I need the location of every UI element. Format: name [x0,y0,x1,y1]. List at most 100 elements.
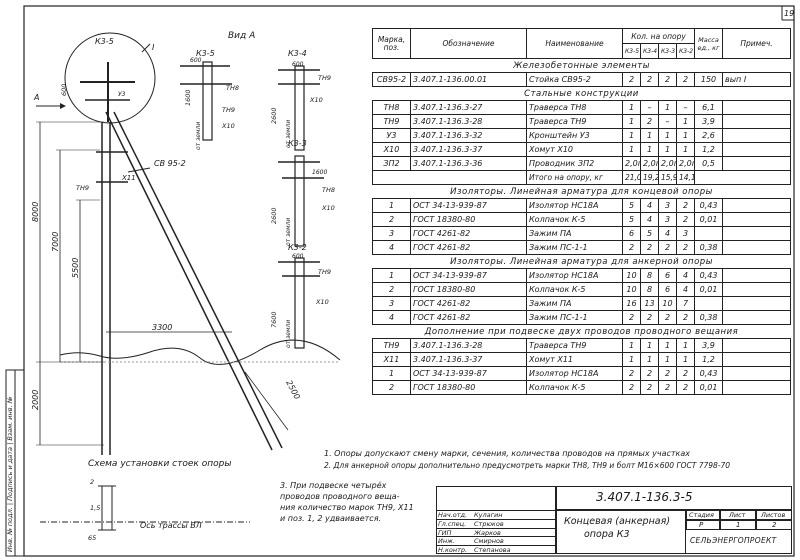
detail-k3-5: К3-5 600 ТН8 ТН9 Х10 1600 от земли [180,49,239,150]
header-qty-k34: К3-4 [640,43,659,59]
bom-cell-qty: 1 [640,352,659,367]
bom-cell-qty: 2 [675,212,696,227]
svg-text:ТН9: ТН9 [222,106,235,114]
bom-cell-name: Изолятор НС18А [526,198,623,213]
bom-cell-designation: 3.407.1-136.3-27 [410,100,527,115]
bom-cell-mark: 1 [372,366,411,381]
title-block-person: Нач.отд.Кулагин [436,510,556,520]
svg-text:от земли: от земли [285,218,292,246]
bom-cell-name: Хомут Х11 [526,352,623,367]
pole-th9-label: ТН9 [76,184,89,192]
bom-cell-mark: ТН9 [372,114,411,129]
svg-text:К3-3: К3-3 [288,139,307,148]
bom-cell-qty: 2 [675,240,696,255]
svg-text:1600: 1600 [312,169,327,176]
sheet-header: Лист [729,511,746,519]
svg-text:К3-5: К3-5 [196,49,215,58]
bill-of-materials: Марка, поз. Обозначение Наименование Кол… [372,28,792,395]
bom-cell-designation: 3.407.1-136.3-32 [410,128,527,143]
bom-section-header: Изоляторы. Линейная арматура для анкерно… [372,254,791,269]
bom-cell-qty: 3 [675,226,696,241]
title-block-person: Н.контр.Степанова [436,545,556,555]
person-role: Гл.спец. [438,519,467,528]
bom-cell-note [722,380,792,395]
bom-cell-mass: 3,9 [694,114,724,129]
bom-cell-mark: 3 [372,226,411,241]
person-role: Инж. [438,537,456,546]
bom-cell-mark: 1 [372,268,411,283]
bom-cell-qty: 2 [675,198,696,213]
bom-cell-qty: 2 [622,310,641,325]
svg-text:от земли: от земли [195,122,202,150]
svg-text:Х10: Х10 [309,96,323,104]
bom-cell-note [722,156,792,171]
bom-cell-qty: 2,0п [658,156,677,171]
bom-cell-note [722,366,792,381]
bom-cell-name: Зажим ПС-1-1 [526,240,623,255]
bom-cell-qty: 2 [675,366,696,381]
header-mark: Марка, поз. [372,28,411,59]
bom-cell-mark: ЗП2 [372,156,411,171]
bom-cell-name: Зажим ПС-1-1 [526,310,623,325]
bom-cell-designation: ГОСТ 4261-82 [410,226,527,241]
header-qty-k33: К3-3 [658,43,677,59]
drawing-title-1: Концевая (анкерная) [564,516,671,527]
bom-cell-name: Колпачок К-5 [526,282,623,297]
bom-cell-mass: 150 [694,72,724,87]
bom-cell-qty: 3 [658,198,677,213]
bom-cell-qty: 2 [622,72,641,87]
svg-text:ТН8: ТН8 [322,186,335,194]
sheet-number: 19 [784,9,794,18]
bom-cell-qty: 1 [622,142,641,157]
bom-cell-qty: 1 [658,352,677,367]
bom-cell-qty: 4 [640,198,659,213]
bom-cell-qty: 2,0п [675,156,696,171]
bom-cell-qty: 4 [640,212,659,227]
svg-text:2600: 2600 [270,107,278,124]
bom-cell-qty: 2 [640,72,659,87]
svg-text:ТН8: ТН8 [226,84,239,92]
bom-cell-note [722,268,792,283]
ground-line [59,339,341,365]
sheet-value: 1 [736,521,741,529]
top-detail-label: К3-5 [95,37,114,46]
bom-cell-note [722,338,792,353]
bom-cell-qty: 5 [622,198,641,213]
bom-cell-note [722,310,792,325]
bom-cell-designation: ОСТ 34-13-939-87 [410,268,527,283]
bom-cell-qty: 6 [622,226,641,241]
bom-cell-name: Кронштейн У3 [526,128,623,143]
svg-text:Х10: Х10 [321,204,335,212]
view-arrow-label: А [33,93,39,102]
bom-header-row: Марка, поз. Обозначение Наименование Кол… [372,28,792,59]
header-qty-k35: К3-5 [622,43,641,59]
pole-mark-label: СВ 95-2 [154,159,186,168]
bom-cell-qty: 13 [640,296,659,311]
bom-cell-qty: 2 [640,310,659,325]
bom-cell-qty: 1 [622,128,641,143]
bom-section-header: Стальные конструкции [372,86,791,101]
svg-text:от земли: от земли [285,320,292,348]
person-role: Нач.отд. [438,511,468,519]
bom-cell-mass: 0,43 [694,268,724,283]
bom-cell-qty: 2 [675,310,696,325]
bom-cell-qty: – [640,100,659,115]
bom-cell-qty: – [658,114,677,129]
bom-cell-mass: 3,9 [694,338,724,353]
bom-cell-mass: 0,01 [694,380,724,395]
bom-cell-designation: 3.407.1-136.3-28 [410,338,527,353]
bom-cell-designation: 3.407.1-136.3-36 [410,156,527,171]
bom-cell-mass: 0,01 [694,212,724,227]
header-qty-k32: К3-2 [675,43,696,59]
title-block-person: Инж.Смирнов [436,536,556,546]
bom-cell-mass: 0,43 [694,198,724,213]
